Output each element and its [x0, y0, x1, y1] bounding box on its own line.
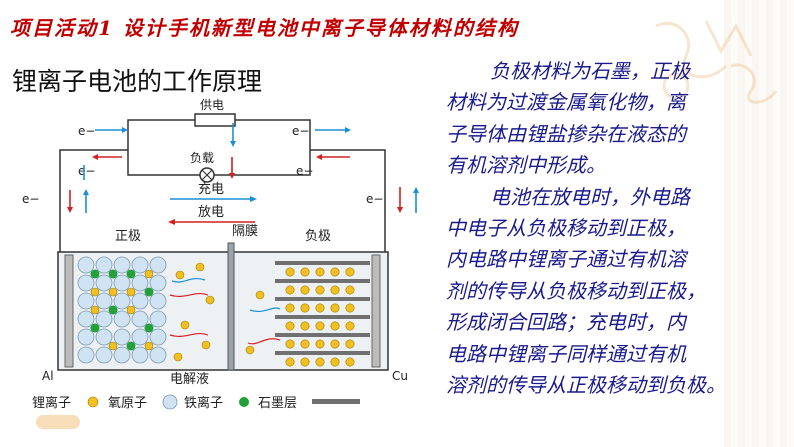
charge-label: 充电	[198, 181, 224, 197]
electrolyte-label: 电解液	[170, 372, 209, 387]
text-line: 剂的传导从负极移动到正极，	[446, 278, 706, 303]
text-line: 内电路中锂离子通过有机溶	[446, 247, 686, 272]
ion-flow-arrows	[169, 278, 281, 345]
paragraph-process: 电池在放电时，外电路 中电子从负极移动到正极， 内电路中锂离子通过有机溶 剂的传…	[446, 182, 790, 402]
text-line: 子导体由锂盐掺杂在液态的	[446, 121, 686, 146]
legend-oxygen-swatch	[162, 394, 178, 410]
text-line: 溶剂的传导从正极移动到负极。	[446, 373, 726, 398]
text-line: 电池在放电时，外电路	[490, 184, 690, 209]
electron-label-mid-right: e−	[296, 164, 313, 178]
legend-iron-ion-swatch	[239, 397, 249, 407]
cu-label: Cu	[392, 369, 408, 383]
separator-label: 隔膜	[232, 224, 258, 239]
separator-membrane	[227, 242, 235, 371]
explanation-text: 负极材料为石墨，正极 材料为过渡金属氧化物，离 子导体由锂盐掺杂在液态的 有机溶…	[446, 56, 790, 401]
legend-graphite-label: 石墨层	[258, 396, 297, 411]
electron-label-top-left: e−	[78, 124, 95, 138]
electron-label-top-right: e−	[292, 124, 309, 138]
electron-label-side-left: e−	[22, 192, 39, 206]
negative-electrode-label: 负极	[305, 229, 331, 244]
electrolyte-ions	[173, 262, 265, 362]
electron-label-side-right: e−	[366, 192, 383, 206]
battery-diagram: 供电 负载 e− e− e− e− e− e−	[22, 98, 419, 411]
legend-graphite-swatch	[312, 399, 360, 404]
text-line: 电路中锂离子同样通过有机	[446, 341, 686, 366]
paragraph-materials: 负极材料为石墨，正极 材料为过渡金属氧化物，离 子导体由锂盐掺杂在液态的 有机溶…	[446, 56, 790, 182]
decorative-watermark	[655, 20, 778, 104]
page-subtitle: 锂离子电池的工作原理	[12, 67, 263, 96]
text-line: 有机溶剂中形成。	[446, 153, 606, 178]
footer-logo	[36, 415, 80, 429]
supply-resistor	[194, 113, 236, 127]
al-label: Al	[42, 369, 54, 383]
electron-label-mid-left: e−	[78, 164, 95, 178]
cathode-lattice	[77, 256, 167, 364]
legend-iron-ion-label: 铁离子	[184, 395, 223, 411]
circuit-wire-right	[310, 149, 386, 255]
background-stripes	[724, 0, 794, 447]
page-banner: 项目活动1 设计手机新型电池中离子导体材料的结构	[10, 16, 519, 40]
text-line: 形成闭合回路；充电时，内	[446, 310, 686, 335]
cu-plate	[371, 254, 381, 368]
discharge-label: 放电	[198, 205, 224, 220]
circuit-wire-left	[59, 149, 128, 255]
anode-graphite	[275, 261, 370, 367]
load-label: 负载	[190, 151, 214, 165]
al-plate	[64, 254, 74, 368]
text-line: 材料为过渡金属氧化物，离	[446, 90, 686, 115]
legend-li-ion-label: 锂离子	[32, 395, 71, 411]
supply-label: 供电	[200, 98, 224, 112]
text-line: 中电子从负极移动到正极，	[446, 216, 686, 241]
legend-li-ion-swatch	[87, 396, 99, 408]
legend-oxygen-label: 氧原子	[108, 396, 147, 411]
positive-electrode-label: 正极	[115, 229, 141, 244]
text-line: 负极材料为石墨，正极	[490, 59, 690, 83]
circuit-wire-load	[127, 150, 311, 176]
legend: 锂离子 氧原子 铁离子 石墨层	[32, 394, 360, 411]
